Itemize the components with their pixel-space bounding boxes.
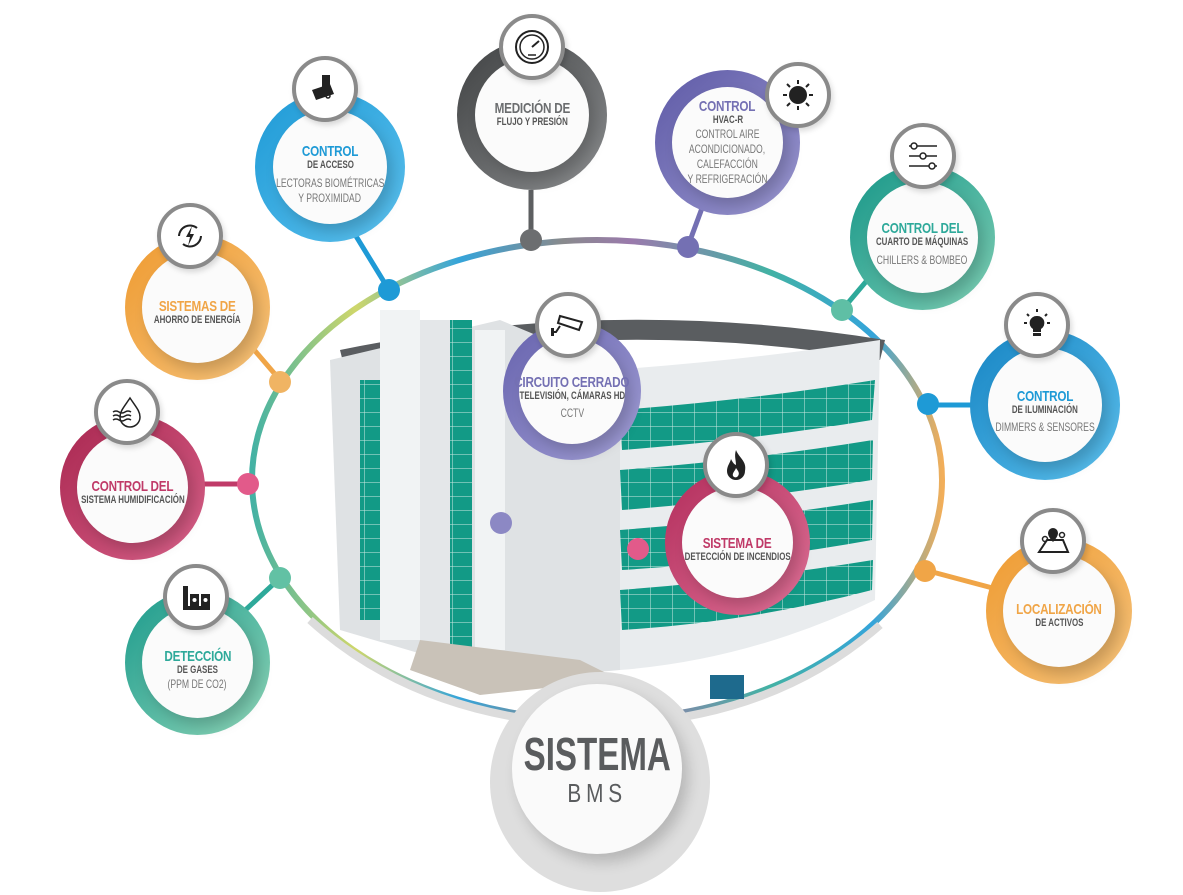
node-title: CONTROL <box>699 97 756 115</box>
node-title: CONTROL DEL <box>91 477 174 495</box>
node-detail: CCTV <box>560 406 584 420</box>
node-title: CONTROL <box>301 143 359 160</box>
security-camera-icon <box>535 292 601 358</box>
node-title: SISTEMA DE <box>703 534 772 552</box>
node-subtitle: DE ACTIVOS <box>1034 617 1084 629</box>
water-drop-icon <box>94 379 160 445</box>
node-subtitle: DETECCIÓN DE INCENDIOS <box>684 550 791 563</box>
node-detail: LECTORAS BIOMÉTRICAS <box>275 176 385 190</box>
light-bulb-icon <box>1004 292 1070 358</box>
central-bms-node: SISTEMA BMS <box>490 672 710 892</box>
node-fire-detection: SISTEMA DE DETECCIÓN DE INCENDIOS <box>665 432 810 615</box>
node-asset-location: LOCALIZACIÓN DE ACTIVOS <box>986 508 1132 684</box>
node-subtitle: SISTEMA HUMIDIFICACIÓN <box>80 493 185 506</box>
ring-dot-gas <box>269 567 291 589</box>
node-subtitle: CUARTO DE MÁQUINAS <box>876 236 969 248</box>
node-detail: CALEFACCIÓN <box>697 156 758 171</box>
node-detail: (PPM DE CO2) <box>167 677 228 691</box>
node-hvac-control: CONTROL HVAC-R CONTROL AIRE ACONDICIONAD… <box>655 62 831 215</box>
ring-dot-machines <box>831 299 853 321</box>
pressure-gauge-icon <box>499 14 565 80</box>
node-detail: Y PROXIMIDAD <box>298 191 362 205</box>
node-energy-saving: SISTEMAS DE AHORRO DE ENERGÍA <box>125 203 270 380</box>
node-detail: DIMMERS & SENSORES <box>995 420 1095 434</box>
center-title: SISTEMA <box>523 728 671 780</box>
energy-cycle-icon <box>157 203 223 269</box>
access-card-icon <box>292 56 358 122</box>
ring-dot-energy <box>269 371 291 393</box>
node-access-control: CONTROL DE ACCESO LECTORAS BIOMÉTRICAS Y… <box>255 56 405 242</box>
node-subtitle: HVAC-R <box>712 113 743 126</box>
map-pins-icon <box>1020 508 1086 574</box>
ring-dot-hvac <box>677 236 699 258</box>
ring-dot-flow <box>520 229 542 251</box>
ring-dot-humid <box>237 473 259 495</box>
sliders-icon <box>890 123 956 189</box>
sun-snowflake-icon <box>765 62 831 128</box>
node-title: LOCALIZACIÓN <box>1016 601 1102 618</box>
node-title: CONTROL <box>1016 388 1074 405</box>
node-flow-pressure: MEDICIÓN DE FLUJO Y PRESIÓN <box>457 14 607 190</box>
node-title: CIRCUITO CERRADO <box>514 374 630 391</box>
center-subtitle: BMS <box>567 778 627 808</box>
node-gas-detection: DETECCIÓN DE GASES (PPM DE CO2) <box>125 564 270 735</box>
node-title: CONTROL DEL <box>881 220 964 237</box>
node-detail: CHILLERS & BOMBEO <box>877 253 968 267</box>
node-machine-room: CONTROL DEL CUARTO DE MÁQUINAS CHILLERS … <box>850 123 995 310</box>
node-title: MEDICIÓN DE <box>494 100 570 117</box>
node-humidification: CONTROL DEL SISTEMA HUMIDIFICACIÓN <box>60 379 205 560</box>
node-detail: Y REFRIGERACIÓN <box>687 171 768 186</box>
node-subtitle: AHORRO DE ENERGÍA <box>154 313 241 326</box>
node-subtitle: DE GASES <box>177 664 218 676</box>
node-subtitle: DE ILUMINACIÓN <box>1011 404 1078 416</box>
node-cctv: CIRCUITO CERRADO TELEVISIÓN, CÁMARAS HD … <box>503 292 641 460</box>
node-lighting-control: CONTROL DE ILUMINACIÓN DIMMERS & SENSORE… <box>970 292 1120 480</box>
node-detail: ACONDICIONADO, <box>689 141 766 156</box>
factory-icon <box>163 564 229 630</box>
ring-dot-access <box>378 279 400 301</box>
node-subtitle: TELEVISIÓN, CÁMARAS HD <box>519 390 625 402</box>
ring-dot-lighting <box>917 393 939 415</box>
ring-dot-fire <box>627 538 649 560</box>
ring-dot-location <box>914 560 936 582</box>
flame-icon <box>703 432 769 498</box>
node-title: DETECCIÓN <box>164 648 231 665</box>
node-detail: CONTROL AIRE <box>695 126 760 141</box>
node-subtitle: DE ACCESO <box>306 159 354 171</box>
ring-dot-cctv <box>490 512 512 534</box>
node-subtitle: FLUJO Y PRESIÓN <box>496 116 568 128</box>
node-title: SISTEMAS DE <box>159 297 236 315</box>
